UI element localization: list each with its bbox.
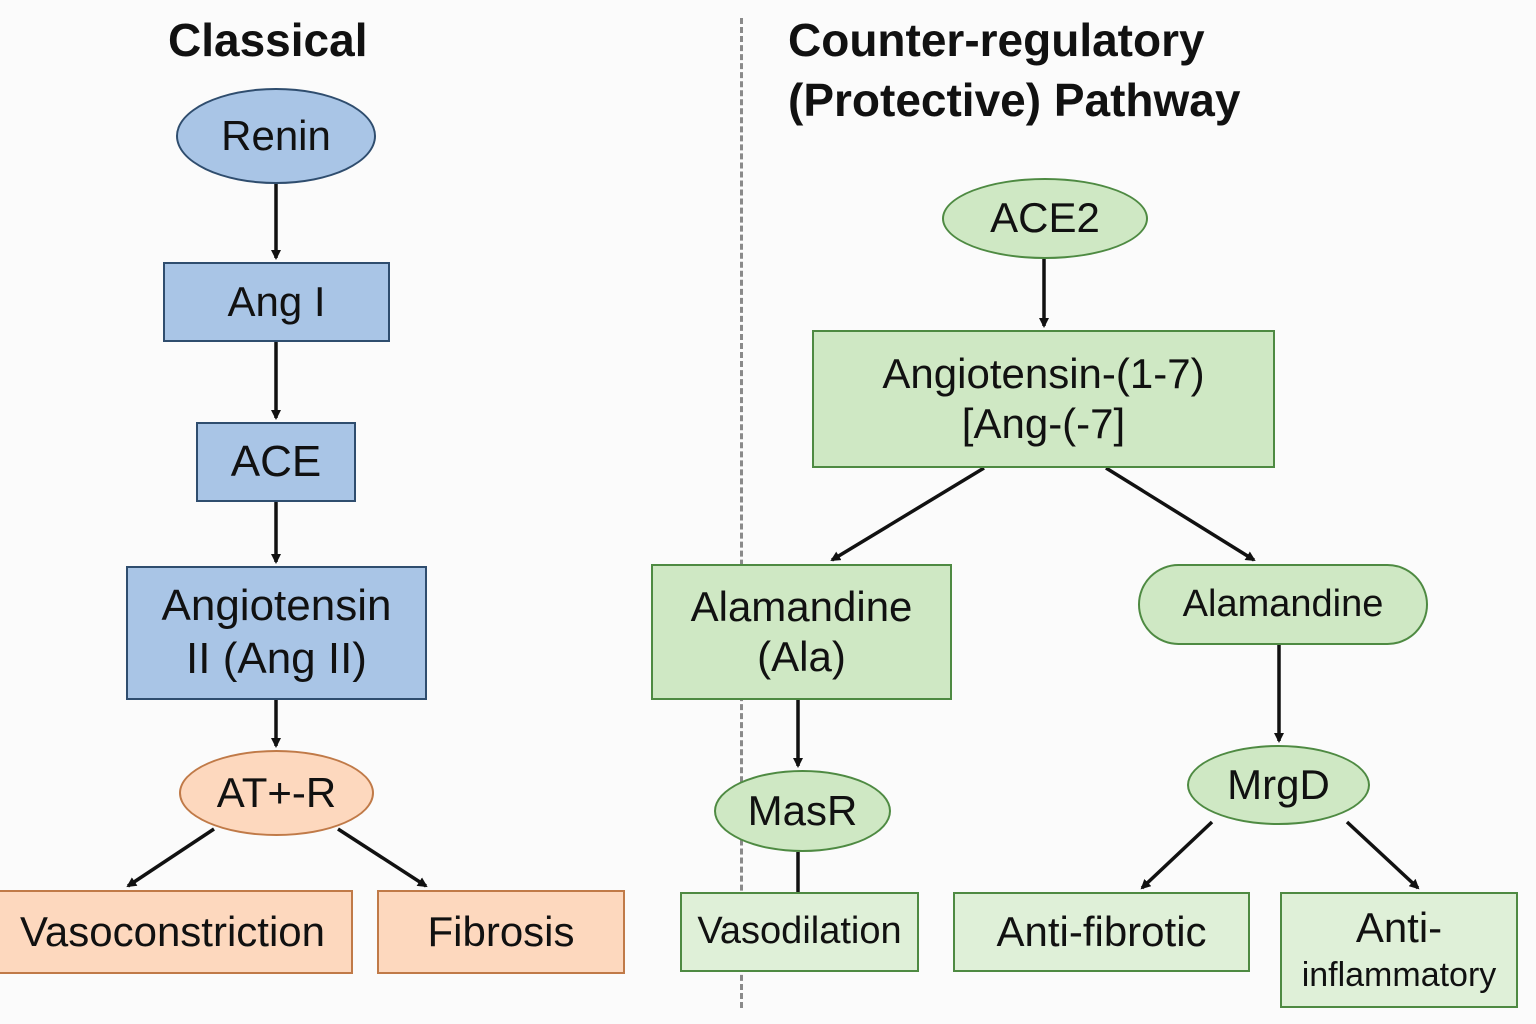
arrow-mrgd-to-antiinflammatory bbox=[1345, 820, 1420, 890]
antiinflammatory-line1: Anti- bbox=[1355, 904, 1443, 952]
arrow-ang17-to-alamandine bbox=[830, 466, 985, 562]
arrow-at1r-to-fibrosis bbox=[337, 827, 428, 888]
alamandine-box-node: Alamandine (Ala) bbox=[651, 564, 952, 700]
classical-title: Classical bbox=[168, 14, 368, 66]
fibrosis-node: Fibrosis bbox=[377, 890, 625, 974]
ace-node: ACE bbox=[196, 422, 356, 502]
mrgd-node: MrgD bbox=[1187, 745, 1370, 825]
arrow-mrgd-to-antifibrotic bbox=[1140, 820, 1214, 890]
arrow-ang17-to-alamandine-pill bbox=[1105, 466, 1256, 562]
alamandine-pill-node: Alamandine bbox=[1138, 564, 1428, 645]
pathway-divider bbox=[740, 18, 743, 1008]
angiotensin-1-7-node: Angiotensin-(1-7) [Ang-(-7] bbox=[812, 330, 1275, 468]
arrow-at1r-to-vasoconstriction bbox=[126, 827, 215, 888]
vasodilation-node: Vasodilation bbox=[680, 892, 919, 972]
at1r-node: AT+-R bbox=[179, 750, 374, 836]
antifibrotic-node: Anti-fibrotic bbox=[953, 892, 1250, 972]
ace2-node: ACE2 bbox=[942, 178, 1148, 259]
antiinflammatory-line2: inflammatory bbox=[1301, 956, 1497, 995]
protective-pathway-title: Counter-regulatory (Protective) Pathway bbox=[788, 14, 1241, 126]
vasoconstriction-node: Vasoconstriction bbox=[0, 890, 353, 974]
ang1-node: Ang I bbox=[163, 262, 390, 342]
renin-node: Renin bbox=[176, 88, 376, 184]
antiinflammatory-node: Anti- inflammatory bbox=[1280, 892, 1518, 1008]
angiotensin-ii-node: Angiotensin II (Ang II) bbox=[126, 566, 427, 700]
masr-node: MasR bbox=[714, 770, 891, 852]
